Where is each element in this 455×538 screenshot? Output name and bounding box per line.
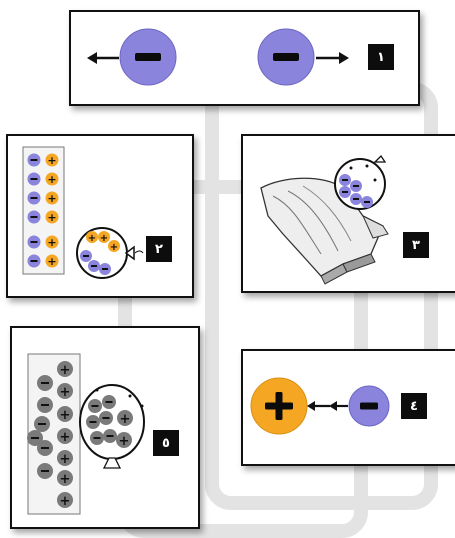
panel-number-badge: ٢: [146, 236, 172, 262]
panel-5-illustration: + + + + + + + + +: [27, 353, 145, 515]
svg-text:+: +: [119, 434, 130, 449]
svg-text:+: +: [88, 233, 96, 244]
negative-charge: [348, 385, 390, 427]
panel-2: + + + + + + + + + ٢: [6, 134, 194, 298]
svg-text:+: +: [120, 412, 131, 427]
svg-text:+: +: [47, 154, 56, 167]
svg-text:+: +: [60, 472, 71, 487]
wool-strip: [22, 146, 65, 275]
left-arrow-icon: [307, 401, 330, 411]
right-arrow-icon: [316, 52, 349, 64]
svg-text:+: +: [47, 173, 56, 186]
panel-number-badge: ٥: [153, 430, 179, 456]
panel-1: ١: [69, 10, 420, 106]
panel-2-illustration: + + + + + + + + +: [22, 146, 144, 279]
panel-5: + + + + + + + + +: [10, 326, 200, 529]
panel-4-illustration: [250, 377, 390, 435]
svg-text:+: +: [47, 255, 56, 268]
panel-1-illustration: [87, 28, 349, 86]
svg-text:+: +: [47, 192, 56, 205]
panel-4: ٤: [241, 349, 455, 466]
negative-charge-left: [119, 28, 177, 86]
svg-text:+: +: [110, 242, 118, 253]
balloon-charges: + +: [86, 395, 133, 449]
object-charges: + + + + + + +: [27, 361, 73, 509]
panel-3-illustration: [260, 154, 389, 285]
left-arrow-icon: [87, 52, 119, 64]
panel-number-badge: ١: [368, 44, 394, 70]
svg-text:+: +: [100, 233, 108, 244]
panel-number-badge: ٤: [401, 393, 427, 419]
svg-text:+: +: [47, 236, 56, 249]
panel-3: ٣: [241, 134, 455, 293]
svg-text:+: +: [60, 430, 71, 445]
left-arrow-icon-2: [329, 401, 348, 411]
wool-charges: + + + + + +: [27, 153, 59, 268]
balloon-charges: + + +: [80, 231, 120, 275]
balloon-negative-charges: [339, 164, 377, 208]
svg-text:+: +: [60, 363, 71, 378]
negative-charge-right: [257, 28, 315, 86]
svg-text:+: +: [60, 408, 71, 423]
svg-text:+: +: [60, 494, 71, 509]
svg-text:+: +: [60, 385, 71, 400]
svg-text:+: +: [60, 452, 71, 467]
panel-number-badge: ٣: [403, 232, 429, 258]
positive-charge: [250, 377, 308, 435]
svg-text:+: +: [47, 211, 56, 224]
